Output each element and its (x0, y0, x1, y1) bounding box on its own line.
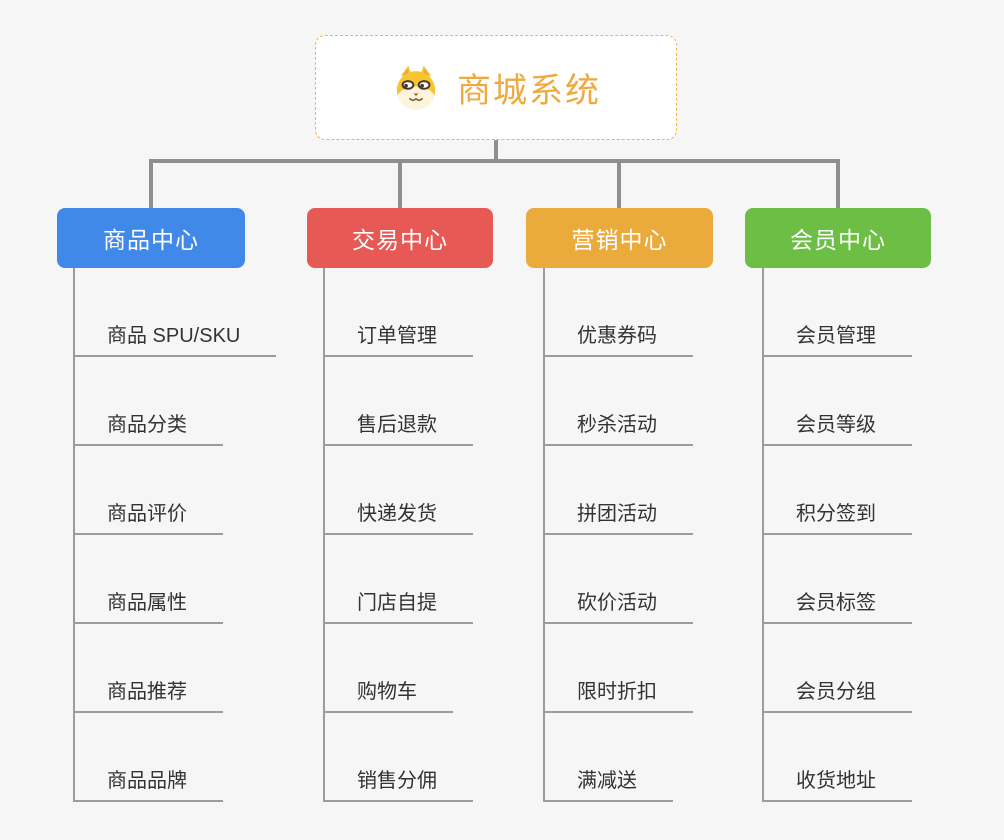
connector-line (494, 140, 498, 161)
subtopic[interactable]: 商品评价 (73, 499, 223, 535)
connector-line (836, 159, 840, 208)
branch-spine-line (323, 268, 325, 802)
subtopic[interactable]: 销售分佣 (323, 766, 473, 802)
branch-header[interactable]: 营销中心 (526, 208, 713, 268)
subtopic[interactable]: 门店自提 (323, 588, 473, 624)
subtopic[interactable]: 秒杀活动 (543, 410, 693, 446)
root-topic-title: 商城系统 (457, 72, 601, 110)
subtopic[interactable]: 商品分类 (73, 410, 223, 446)
subtopic[interactable]: 限时折扣 (543, 677, 693, 713)
connector-line (617, 159, 621, 208)
subtopic[interactable]: 购物车 (323, 677, 453, 713)
subtopic[interactable]: 会员管理 (762, 321, 912, 357)
root-topic[interactable]: 商城系统 (315, 35, 677, 140)
subtopic[interactable]: 商品品牌 (73, 766, 223, 802)
subtopic[interactable]: 订单管理 (323, 321, 473, 357)
subtopic[interactable]: 快递发货 (323, 499, 473, 535)
connector-line (398, 159, 402, 208)
connector-line (149, 159, 153, 208)
branch-header[interactable]: 商品中心 (57, 208, 245, 268)
subtopic[interactable]: 拼团活动 (543, 499, 693, 535)
subtopic[interactable]: 会员标签 (762, 588, 912, 624)
subtopic[interactable]: 商品推荐 (73, 677, 223, 713)
branch-header[interactable]: 交易中心 (307, 208, 493, 268)
subtopic[interactable]: 商品 SPU/SKU (73, 321, 277, 357)
subtopic[interactable]: 商品属性 (73, 588, 223, 624)
branch-spine-line (543, 268, 545, 802)
subtopic[interactable]: 砍价活动 (543, 588, 693, 624)
subtopic[interactable]: 优惠券码 (543, 321, 693, 357)
subtopic[interactable]: 满减送 (543, 766, 673, 802)
branch-spine-line (762, 268, 764, 802)
dog-face-icon (391, 65, 441, 111)
subtopic[interactable]: 收货地址 (762, 766, 912, 802)
branch-spine-line (73, 268, 75, 802)
subtopic[interactable]: 会员等级 (762, 410, 912, 446)
branch-header[interactable]: 会员中心 (745, 208, 931, 268)
subtopic[interactable]: 积分签到 (762, 499, 912, 535)
subtopic[interactable]: 会员分组 (762, 677, 912, 713)
connector-line (149, 159, 840, 163)
subtopic[interactable]: 售后退款 (323, 410, 473, 446)
